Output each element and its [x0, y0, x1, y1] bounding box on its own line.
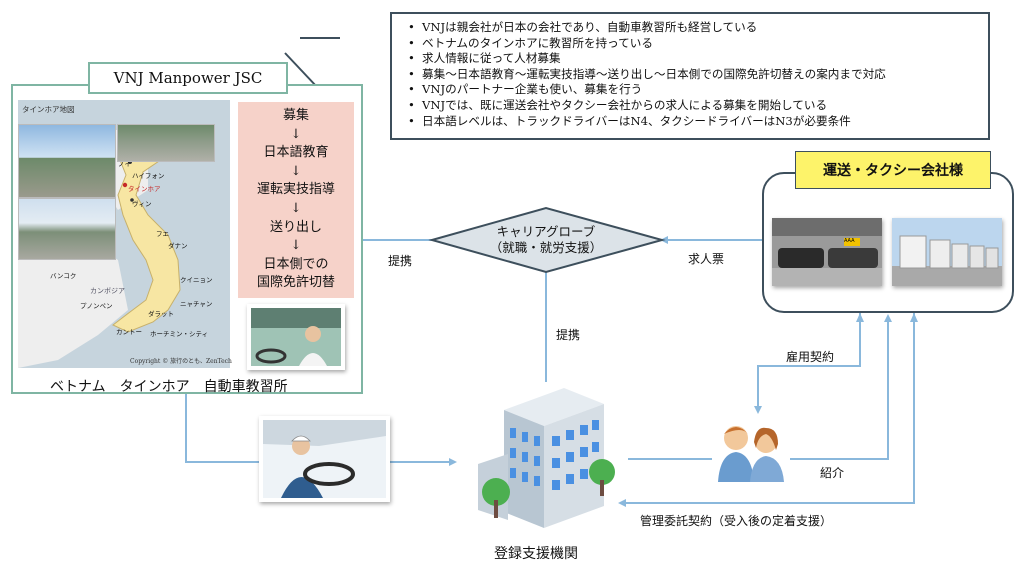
map-label-cambodia: カンボジア	[90, 287, 125, 295]
map-label-danang: ダナン	[168, 242, 188, 250]
bus-driver-photo	[247, 304, 345, 370]
career-diamond	[428, 206, 666, 274]
course-photo	[117, 124, 215, 162]
vnj-caption: ベトナム タインホア 自動車教習所	[50, 379, 288, 395]
flow-step: 募集	[282, 108, 309, 123]
company-title: 運送・タクシー会社様	[795, 151, 991, 189]
flow-step: 日本語教育	[263, 145, 329, 161]
info-bubble: VNJは親会社が日本の会社であり、自動車教習所も経営している ベトナムのタインホ…	[390, 12, 990, 140]
bubble-item: 求人情報に従って人材募集	[408, 51, 988, 67]
bubble-item: ベトナムのタインホアに教習所を持っている	[408, 36, 988, 52]
career-group-name: キャリアグローブ	[496, 224, 596, 239]
label-teikei-bottom: 提携	[556, 328, 581, 342]
bubble-item: VNJのパートナー企業も使い、募集を行う	[408, 82, 988, 98]
bubble-item: 日本語レベルは、トラックドライバーはN4、タクシードライバーはN3が必要条件	[408, 114, 988, 130]
driving-school-photo	[18, 124, 116, 198]
flow-arrow: ↓	[290, 126, 302, 142]
flow-arrow: ↓	[290, 238, 302, 254]
school-building-photo	[18, 198, 116, 260]
flow-arrow: ↓	[290, 200, 302, 216]
career-group-label: キャリアグローブ （就職・就労支援）	[478, 224, 614, 256]
map-label-nhatrang: ニャチャン	[180, 300, 213, 308]
map-label-dalat: ダラット	[148, 310, 174, 318]
map-label-hanoi: ノイ	[118, 160, 131, 168]
map-copyright: Copyright © 旅行のとも、ZenTech	[130, 358, 232, 365]
taxi-sign: AAA	[844, 238, 855, 244]
building-icon	[478, 388, 615, 528]
map-label-quinhon: クイニョン	[180, 276, 213, 284]
label-registered-org: 登録支援機関	[494, 546, 578, 562]
map-label-bangkok: バンコク	[50, 272, 77, 280]
map-label-vinh: ヴィン	[132, 200, 152, 208]
flow-arrow: ↓	[290, 163, 302, 179]
truck-photo	[892, 218, 1002, 286]
map-label-phnompenh: プノンペン	[80, 302, 113, 310]
people-icon	[718, 426, 784, 482]
map-label-hue: フエ	[156, 230, 169, 238]
vnj-title: VNJ Manpower JSC	[88, 62, 288, 94]
map-label-hcm: ホーチミン・シティ	[150, 330, 209, 338]
label-shokai: 紹介	[820, 466, 845, 480]
map-label-thanhhoa: タインホア	[128, 185, 161, 193]
career-group-sub: （就職・就労支援）	[489, 240, 603, 255]
training-flow-box: 募集 ↓ 日本語教育 ↓ 運転実技指導 ↓ 送り出し ↓ 日本側での 国際免許切…	[238, 102, 354, 298]
label-kyujinhyo: 求人票	[688, 252, 725, 266]
bubble-item: VNJは親会社が日本の会社であり、自動車教習所も経営している	[408, 20, 988, 36]
label-teikei-left: 提携	[388, 254, 413, 268]
map-label-cantho: カントー	[116, 328, 142, 336]
bubble-item: VNJでは、既に運送会社やタクシー会社からの求人による募集を開始している	[408, 98, 988, 114]
label-koyou: 雇用契約	[786, 350, 835, 364]
taxi-photo	[772, 218, 882, 286]
map-label-haiphong: ハイフォン	[132, 172, 165, 180]
map-title: タインホア地図	[22, 105, 75, 114]
flow-step: 国際免許切替	[256, 275, 335, 291]
flow-step: 運転実技指導	[256, 182, 335, 198]
flow-step: 日本側での	[263, 256, 329, 272]
truck-driver-photo	[259, 416, 390, 502]
flow-step: 送り出し	[269, 219, 322, 235]
bubble-item: 募集～日本語教育～運転実技指導～送り出し～日本側での国際免許切替えの案内まで対応	[408, 67, 988, 83]
label-kanri: 管理委託契約（受入後の定着支援）	[640, 514, 833, 528]
